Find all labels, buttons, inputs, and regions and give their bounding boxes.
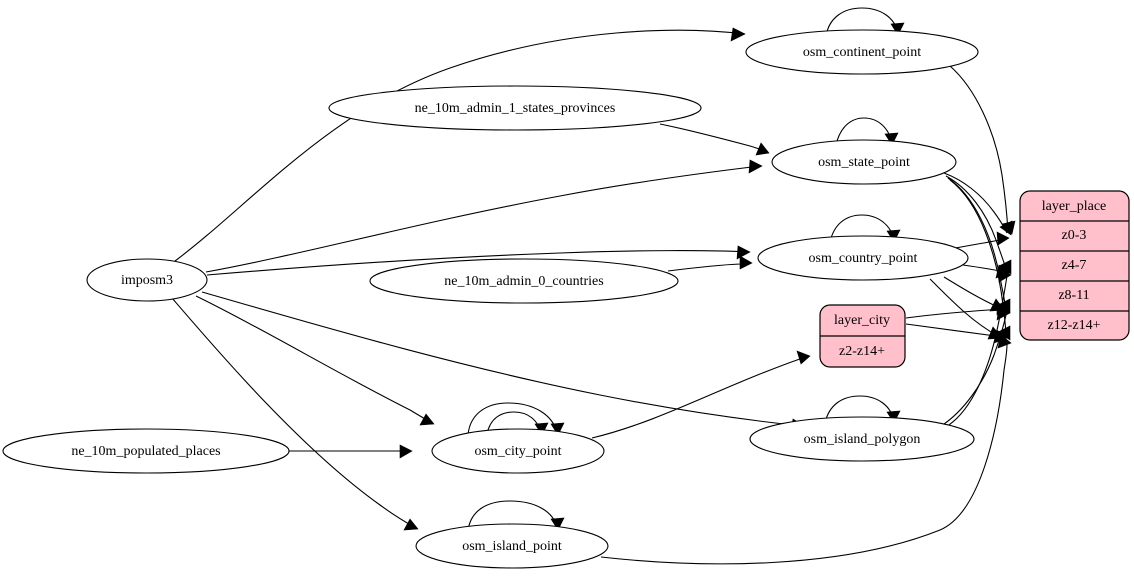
- node-ne-10m-admin-1-states-provinces[interactable]: ne_10m_admin_1_states_provinces: [328, 85, 702, 131]
- edge-ne-countries-to-osm-country-point: [667, 255, 753, 272]
- edge-osm-island-polygon-to-layer-place-z8-11: [940, 306, 1011, 427]
- record-node-layer-place[interactable]: layer_place z0-3 z4-7 z8-11 z12-z14+: [1019, 190, 1130, 341]
- edge-imposm3-to-osm-country-point: [206, 245, 751, 276]
- node-osm-island-polygon[interactable]: osm_island_polygon: [749, 416, 975, 462]
- edge-imposm3-to-osm-state-point: [205, 159, 763, 273]
- node-imposm3[interactable]: imposm3: [86, 258, 208, 302]
- edge-imposm3-to-osm-island-point: [171, 297, 419, 531]
- edge-self-loop-osm-island-point: [467, 500, 565, 531]
- edge-osm-country-point-to-layer-place-z8-11: [943, 276, 1005, 312]
- node-osm-country-point[interactable]: osm_country_point: [757, 235, 969, 281]
- node-osm-continent-point[interactable]: osm_continent_point: [745, 29, 979, 75]
- node-osm-island-point[interactable]: osm_island_point: [415, 523, 609, 569]
- node-ne-10m-admin-0-countries[interactable]: ne_10m_admin_0_countries: [369, 258, 679, 304]
- edge-layer-city-to-layer-place-z8-11: [905, 301, 1009, 319]
- edge-imposm3-to-osm-island-polygon: [201, 291, 805, 433]
- edge-osm-country-point-to-layer-place-z0-3: [954, 231, 1010, 249]
- edge-ne-states-to-osm-state-point: [659, 123, 770, 156]
- edge-layer-city-to-layer-place-z12-z14: [905, 323, 1008, 344]
- edge-osm-state-point-to-layer-place-z8-11: [947, 177, 1011, 314]
- node-osm-state-point[interactable]: osm_state_point: [771, 139, 957, 185]
- node-ne-10m-populated-places[interactable]: ne_10m_populated_places: [2, 428, 290, 474]
- edge-imposm3-to-osm-city-point: [195, 295, 435, 426]
- node-osm-city-point[interactable]: osm_city_point: [431, 428, 605, 474]
- edge-imposm3-to-osm-continent-point: [174, 27, 746, 262]
- record-node-layer-city[interactable]: layer_city z2-z14+: [819, 304, 906, 368]
- edge-ne-populated-to-osm-city-point: [289, 444, 413, 459]
- edge-osm-state-point-to-layer-place-z0-3: [943, 172, 1013, 236]
- edge-osm-continent-point-to-layer-place-z0-3: [949, 65, 1016, 235]
- edge-osm-city-point-to-layer-city-z2-z14: [591, 350, 811, 439]
- edge-layer: [171, 7, 1016, 565]
- edge-self-loop-osm-city-point-outer: [467, 402, 565, 436]
- node-layer: imposm3 ne_10m_admin_1_states_provinces …: [2, 29, 1130, 569]
- edge-self-loop-osm-state-point: [835, 117, 899, 146]
- edge-self-loop-osm-continent-point: [825, 7, 905, 37]
